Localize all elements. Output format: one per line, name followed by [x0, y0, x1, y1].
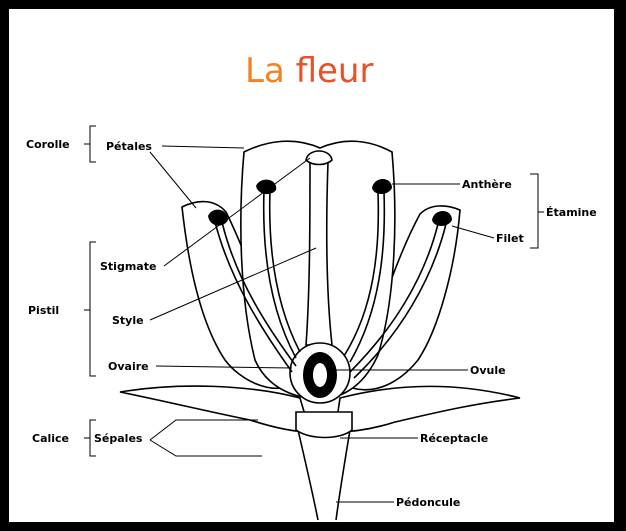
- stigma: [306, 151, 332, 165]
- label-stigmate: Stigmate: [100, 260, 156, 273]
- label-style: Style: [112, 314, 144, 327]
- label-petales: Pétales: [106, 140, 152, 153]
- peduncle-stem: [298, 430, 350, 520]
- label-etamine: Étamine: [546, 206, 597, 219]
- title-part-1: La: [245, 51, 296, 91]
- receptacle: [296, 412, 352, 438]
- label-pedoncule: Pédoncule: [396, 496, 460, 509]
- ovule: [313, 363, 327, 387]
- label-ovaire: Ovaire: [108, 360, 149, 373]
- label-filet: Filet: [496, 232, 524, 245]
- label-sepales: Sépales: [94, 432, 143, 445]
- pistil-bracket: [84, 242, 96, 376]
- sepal-left: [120, 386, 310, 432]
- corolle-bracket: [84, 126, 96, 162]
- sepal-right: [335, 386, 520, 432]
- label-anthere: Anthère: [462, 178, 512, 191]
- etamine-bracket: [530, 174, 544, 248]
- label-pistil: Pistil: [28, 304, 59, 317]
- label-ovule: Ovule: [470, 364, 506, 377]
- label-calice: Calice: [32, 432, 69, 445]
- label-corolle: Corolle: [26, 138, 70, 151]
- petales-leader: [150, 146, 244, 208]
- sepales-leader: [150, 420, 262, 456]
- label-receptacle: Réceptacle: [420, 432, 488, 445]
- title-part-2: fleur: [296, 51, 374, 91]
- diagram-title: La fleur: [245, 51, 373, 91]
